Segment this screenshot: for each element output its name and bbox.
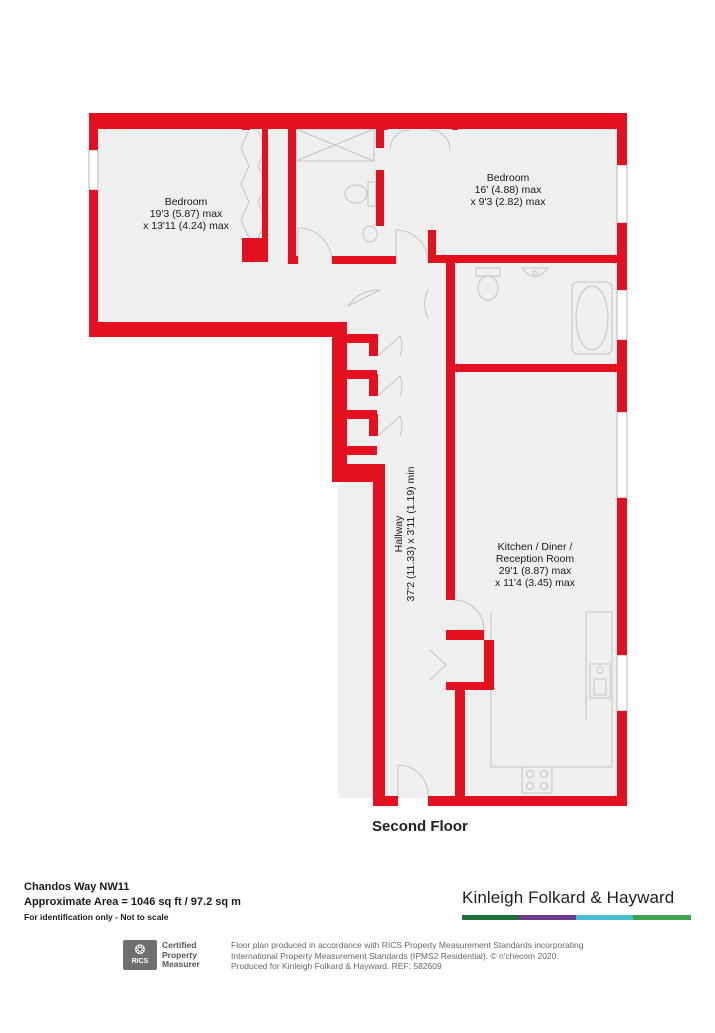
rics-line-3: Measurer	[162, 959, 200, 969]
rics-badge-text: RICS	[131, 958, 149, 965]
room-dimension: 29'1 (8.87) max	[498, 565, 572, 577]
rics-mark-icon: ❂	[134, 942, 146, 957]
agent-brand: Kinleigh Folkard & Hayward	[462, 888, 675, 907]
address: Chandos Way NW11	[24, 881, 130, 893]
disclaimer-line-3: Produced for Kinleigh Folkard & Hayward.…	[231, 961, 442, 971]
disclaimer-line-1: Floor plan produced in accordance with R…	[231, 940, 584, 950]
rics-badge: ❂ RICS	[123, 940, 157, 970]
rics-logo: ❂ RICS Certified Property Measurer	[123, 940, 223, 970]
rics-text: Certified Property Measurer	[162, 940, 200, 970]
room-name: Bedroom	[486, 172, 530, 184]
identification-note: For identification only - Not to scale	[24, 912, 169, 922]
room-name: Reception Room	[495, 553, 575, 565]
floor-title: Second Floor	[372, 818, 468, 835]
room-dimension: x 9'3 (2.82) max	[470, 196, 546, 208]
brand-bar-1	[462, 915, 519, 920]
room-dimension: 37'2 (11.33) x 3'11 (1.19) min	[405, 466, 417, 602]
room-dimension: 19'3 (5.87) max	[149, 208, 223, 220]
room-label-bedroom-right: Bedroom 16' (4.88) max x 9'3 (2.82) max	[458, 172, 558, 208]
room-name: Kitchen / Diner /	[497, 541, 573, 553]
room-label-bedroom-left: Bedroom 19'3 (5.87) max x 13'11 (4.24) m…	[130, 196, 242, 232]
approximate-area: Approximate Area = 1046 sq ft / 97.2 sq …	[24, 896, 241, 908]
room-dimension: 16' (4.88) max	[474, 184, 542, 196]
brand-bar-2	[519, 915, 576, 920]
room-name: Hallway	[393, 515, 405, 553]
rics-line-2: Property	[162, 949, 197, 960]
room-label-hallway: Hallway 37'2 (11.33) x 3'11 (1.19) min	[393, 444, 417, 624]
floor-plan	[88, 113, 628, 806]
room-label-kitchen: Kitchen / Diner / Reception Room 29'1 (8…	[475, 541, 595, 589]
room-name: Bedroom	[164, 196, 208, 208]
room-dimension: x 13'11 (4.24) max	[143, 220, 229, 232]
room-dimension: x 11'4 (3.45) max	[494, 577, 575, 589]
property-info: Chandos Way NW11 Approximate Area = 1046…	[24, 880, 241, 925]
disclaimer: Floor plan produced in accordance with R…	[231, 940, 611, 972]
rics-line-1: Certified	[162, 940, 197, 950]
brand-bar-4	[633, 915, 691, 920]
brand-bar-3	[576, 915, 633, 920]
disclaimer-line-2: International Property Measurement Stand…	[231, 950, 559, 961]
walls	[89, 113, 627, 806]
